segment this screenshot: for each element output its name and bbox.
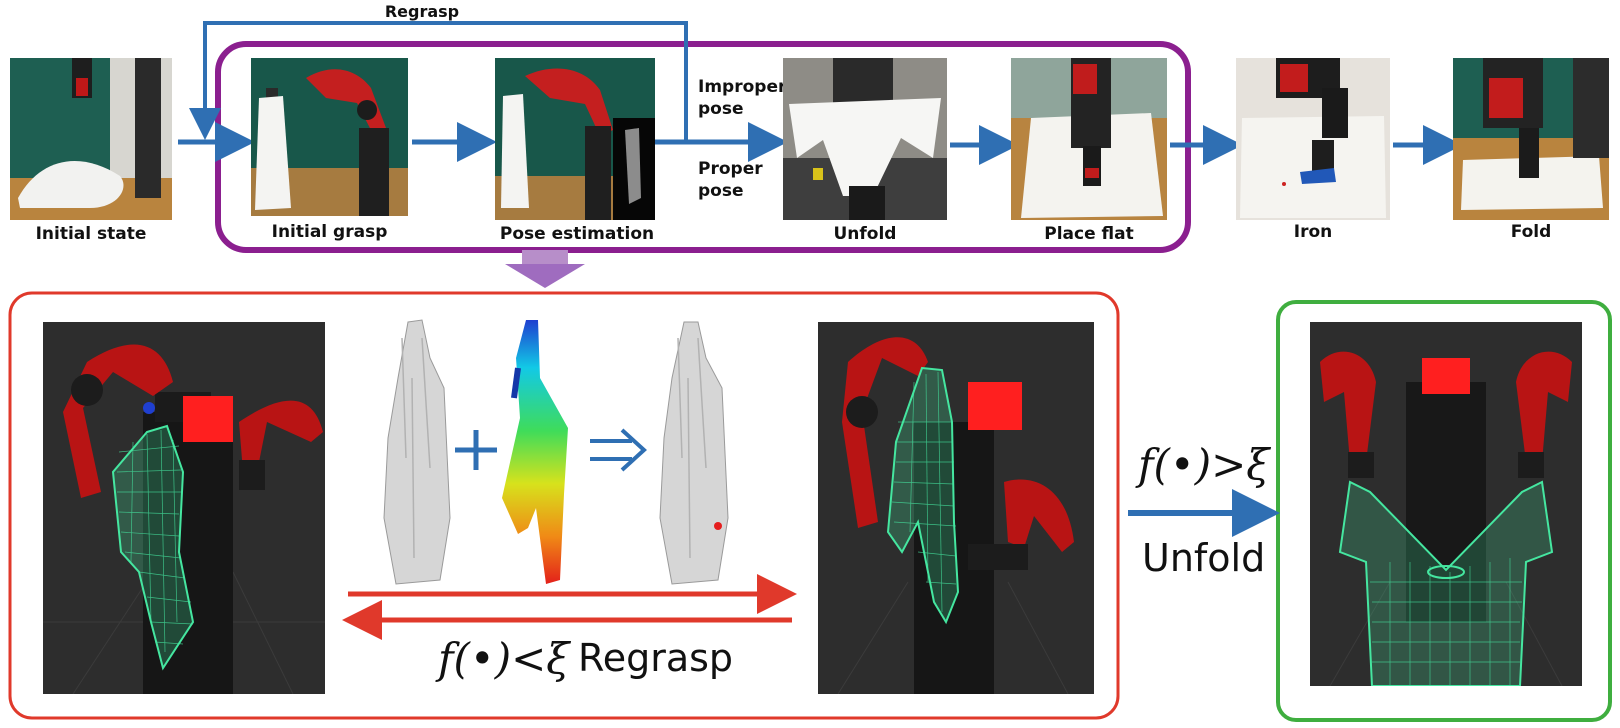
photo-initial-state: [10, 58, 172, 220]
photo-pose-estimation: [495, 58, 655, 220]
stage-label-initial-state: Initial state: [35, 224, 147, 244]
regrasp-word: Regrasp: [578, 636, 734, 680]
stage-label-pose-estimation: Pose estimation: [499, 224, 655, 244]
unfold-condition: f(•)>ξ: [1138, 440, 1270, 489]
regrasp-loop-arrow: [189, 21, 688, 142]
pointcloud-predicted: [498, 318, 584, 586]
photo-iron: [1236, 58, 1390, 220]
sim-panel-unfolded: [1310, 322, 1582, 686]
improper-pose-label: Improper pose: [698, 77, 787, 119]
pointcloud-observed: [378, 318, 456, 588]
implies-icon: [590, 428, 647, 472]
plus-icon: [455, 430, 497, 470]
pointcloud-grasp-point: [652, 318, 732, 588]
stage-label-iron: Iron: [1293, 222, 1333, 242]
stage-label-unfold: Unfold: [833, 224, 897, 244]
regrasp-detail-frame: [8, 291, 1120, 720]
unfold-word: Unfold: [1142, 536, 1266, 580]
photo-initial-grasp: [251, 58, 408, 216]
regrasp-condition: f(•)<ξ: [438, 634, 570, 683]
expand-down-arrow: [505, 250, 585, 288]
photo-place-flat: [1011, 58, 1167, 220]
proper-pose-label: Proper pose: [698, 159, 763, 201]
stage-label-place-flat: Place flat: [1044, 224, 1134, 244]
photo-fold: [1453, 58, 1609, 220]
stage-label-initial-grasp: Initial grasp: [271, 222, 388, 242]
photo-unfold: [783, 58, 947, 220]
stage-label-fold: Fold: [1510, 222, 1552, 242]
sim-panel-regrasp: [818, 322, 1094, 694]
sim-panel-initial-mesh: [43, 322, 325, 694]
regrasp-loop-label: Regrasp: [384, 2, 460, 21]
